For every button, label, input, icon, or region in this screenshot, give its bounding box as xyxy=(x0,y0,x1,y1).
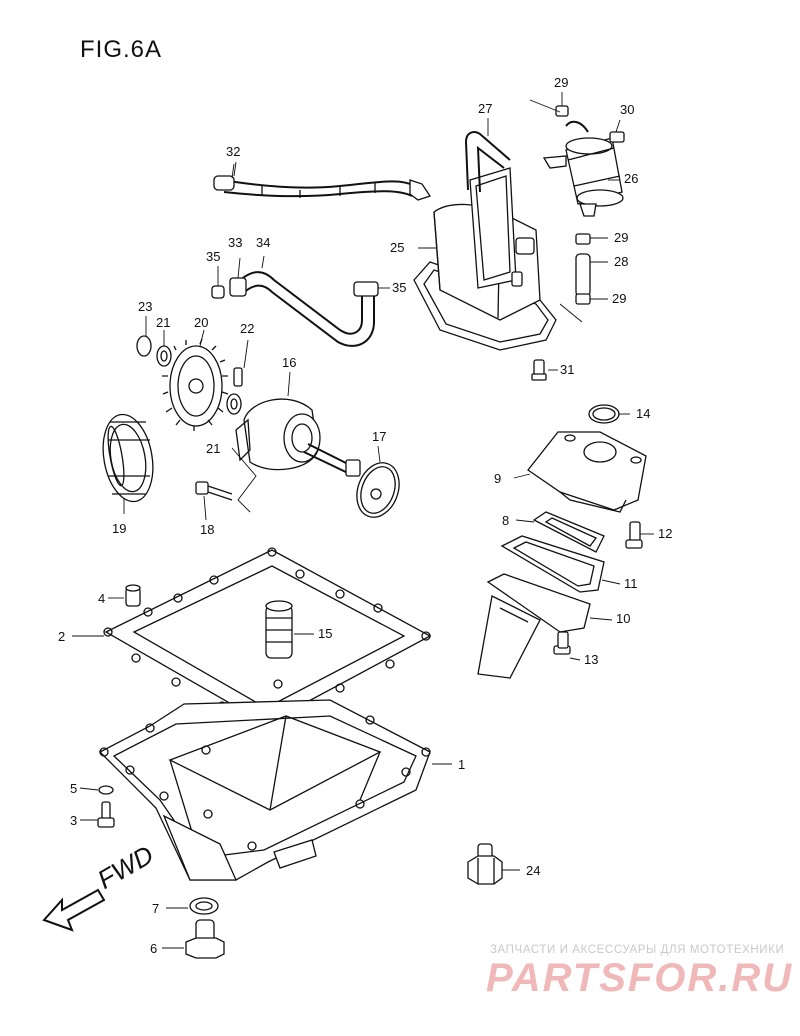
gasket-8 xyxy=(532,511,605,553)
bolt-3 xyxy=(97,801,115,828)
oil-strainer-10 xyxy=(477,573,591,679)
callout-11: 11 xyxy=(624,576,638,591)
callout-34: 34 xyxy=(256,235,271,250)
callout-21-bottom: 21 xyxy=(206,441,221,456)
relief-valve-15 xyxy=(265,600,293,659)
callout-5: 5 xyxy=(70,781,78,796)
callout-33: 33 xyxy=(228,235,243,250)
callout-35-right: 35 xyxy=(392,280,407,295)
drain-gasket-7 xyxy=(189,897,219,915)
callout-29-bottom: 29 xyxy=(612,291,627,306)
gasket-11 xyxy=(500,535,605,593)
callout-31: 31 xyxy=(560,362,575,377)
callout-19: 19 xyxy=(112,521,127,536)
oil-hose-34 xyxy=(211,271,379,347)
strainer-housing-9 xyxy=(527,431,647,513)
callout-17: 17 xyxy=(372,429,387,444)
callout-15: 15 xyxy=(318,626,333,641)
bolts-12-13 xyxy=(553,521,643,655)
callout-28: 28 xyxy=(614,254,629,269)
o-ring-17 xyxy=(356,462,400,518)
callout-9: 9 xyxy=(494,471,502,486)
callout-8: 8 xyxy=(502,513,510,528)
oil-pump-gear-19 xyxy=(102,413,154,503)
breather-pipe-27 xyxy=(464,118,511,193)
figure-title: FIG.6A xyxy=(80,36,163,63)
callout-30: 30 xyxy=(620,102,635,117)
dowel-pin-4 xyxy=(125,584,141,607)
callout-24: 24 xyxy=(526,863,541,878)
callout-27: 27 xyxy=(478,101,493,116)
callout-16: 16 xyxy=(282,355,297,370)
watermark-tagline: ЗАПЧАСТИ И АКСЕССУАРЫ ДЛЯ МОТОТЕХНИКИ xyxy=(490,944,785,956)
bolt-31 xyxy=(531,359,547,381)
callout-14: 14 xyxy=(636,406,651,421)
callout-7: 7 xyxy=(152,901,160,916)
oil-pan-1 xyxy=(98,679,431,881)
drain-plug-6 xyxy=(185,919,225,959)
leader-lines xyxy=(72,92,654,949)
watermark-logo: PARTSFOR.RU xyxy=(486,956,794,1000)
washers-21-23 xyxy=(136,335,243,415)
callout-3: 3 xyxy=(70,813,78,828)
callout-4: 4 xyxy=(98,591,106,606)
callout-25: 25 xyxy=(390,240,405,255)
oil-filter-26 xyxy=(529,99,625,323)
callout-13: 13 xyxy=(584,652,599,667)
breather-cover-25 xyxy=(413,167,557,351)
washer-5 xyxy=(98,785,114,795)
bolt-18 xyxy=(195,481,233,501)
callout-26: 26 xyxy=(624,171,639,186)
breather-hose-32 xyxy=(213,163,432,201)
callout-21-top: 21 xyxy=(156,315,171,330)
callout-12: 12 xyxy=(658,526,673,541)
callout-29-middle: 29 xyxy=(614,230,629,245)
callout-32: 32 xyxy=(226,144,241,159)
callout-1: 1 xyxy=(458,757,466,772)
callout-22: 22 xyxy=(240,321,255,336)
callout-18: 18 xyxy=(200,522,215,537)
oil-pressure-switch-24 xyxy=(467,843,503,885)
callout-23: 23 xyxy=(138,299,153,314)
oil-pump-16 xyxy=(231,398,361,513)
o-ring-14 xyxy=(588,404,620,424)
callout-10: 10 xyxy=(616,611,631,626)
callout-29-top: 29 xyxy=(554,75,569,90)
oil-pump-drive-gear-20 xyxy=(162,338,229,431)
callout-2: 2 xyxy=(58,629,66,644)
fwd-arrow-icon xyxy=(42,888,106,932)
callout-6: 6 xyxy=(150,941,158,956)
callout-35-left: 35 xyxy=(206,249,221,264)
callout-20: 20 xyxy=(194,315,209,330)
